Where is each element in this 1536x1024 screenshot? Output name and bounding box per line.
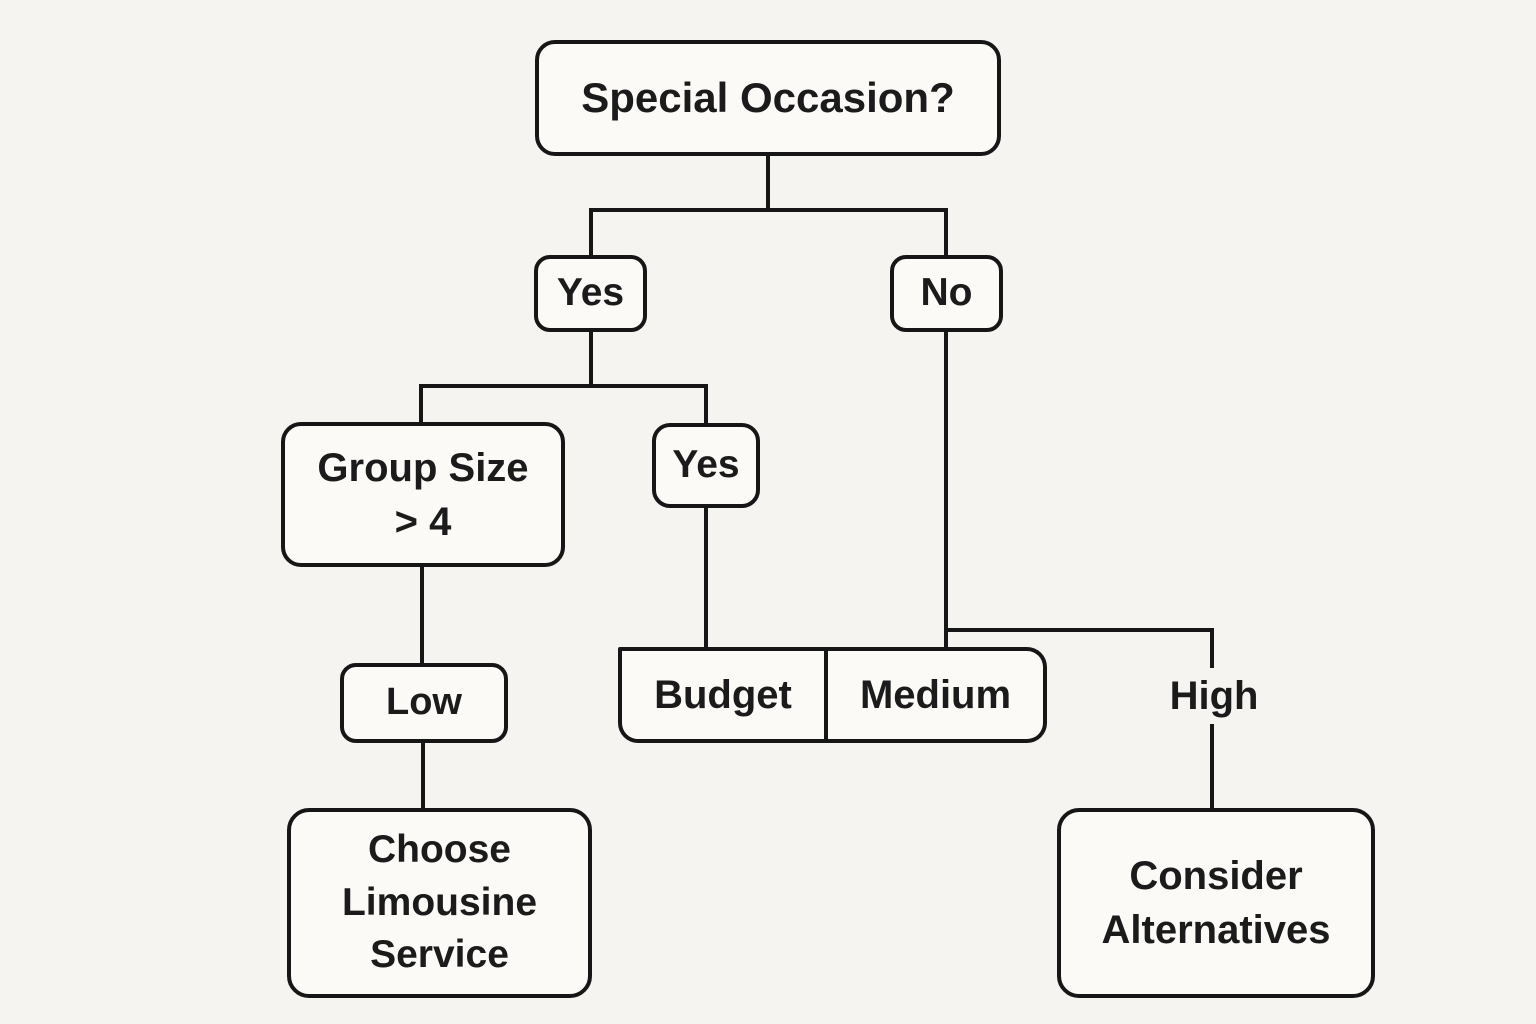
node-choose-limousine-service: Choose Limousine Service (287, 808, 592, 998)
node-medium: Medium (828, 651, 1043, 739)
node-choose-limousine-service-label: Choose Limousine Service (341, 828, 538, 977)
connector-no-to-medium (944, 330, 948, 649)
connector-high-to-consider (1210, 724, 1214, 810)
node-budget: Budget (622, 651, 824, 739)
budget-medium-divider (824, 651, 828, 739)
node-low: Low (340, 663, 508, 743)
connector-to-high-upper (1210, 628, 1214, 668)
node-consider-alternatives-label: Consider Alternatives (1101, 854, 1331, 952)
connector-to-no (944, 208, 948, 257)
node-yes-inner-label: Yes (672, 443, 740, 487)
connector-to-group-size (419, 384, 423, 424)
connector-yes1-down (589, 330, 593, 388)
node-no-right: No (890, 255, 1003, 332)
connector-group-to-low (420, 565, 424, 665)
node-no-right-label: No (920, 271, 973, 315)
connector-root-down (766, 154, 770, 212)
connector-low-to-choose (421, 741, 425, 810)
node-consider-alternatives: Consider Alternatives (1057, 808, 1375, 998)
connector-yes2-to-budget (704, 506, 708, 649)
connector-to-yes1 (589, 208, 593, 257)
connector-level1-horizontal (589, 208, 948, 212)
node-budget-medium-group: Budget Medium (618, 647, 1047, 743)
node-medium-label: Medium (859, 673, 1012, 717)
node-yes-inner: Yes (652, 423, 760, 508)
node-special-occasion-label: Special Occasion? (581, 73, 955, 121)
label-high: High (1130, 668, 1298, 724)
connector-level2-horizontal (419, 384, 708, 388)
label-high-text: High (1169, 673, 1259, 718)
connector-to-yes2 (704, 384, 708, 425)
node-group-size-label: Group Size > 4 (317, 445, 529, 544)
node-low-label: Low (386, 681, 462, 724)
connector-no-high-horizontal (944, 628, 1214, 632)
node-yes-left-label: Yes (556, 271, 625, 315)
node-yes-left: Yes (534, 255, 647, 332)
node-budget-label: Budget (654, 673, 792, 717)
node-special-occasion: Special Occasion? (535, 40, 1001, 156)
node-group-size: Group Size > 4 (281, 422, 565, 567)
